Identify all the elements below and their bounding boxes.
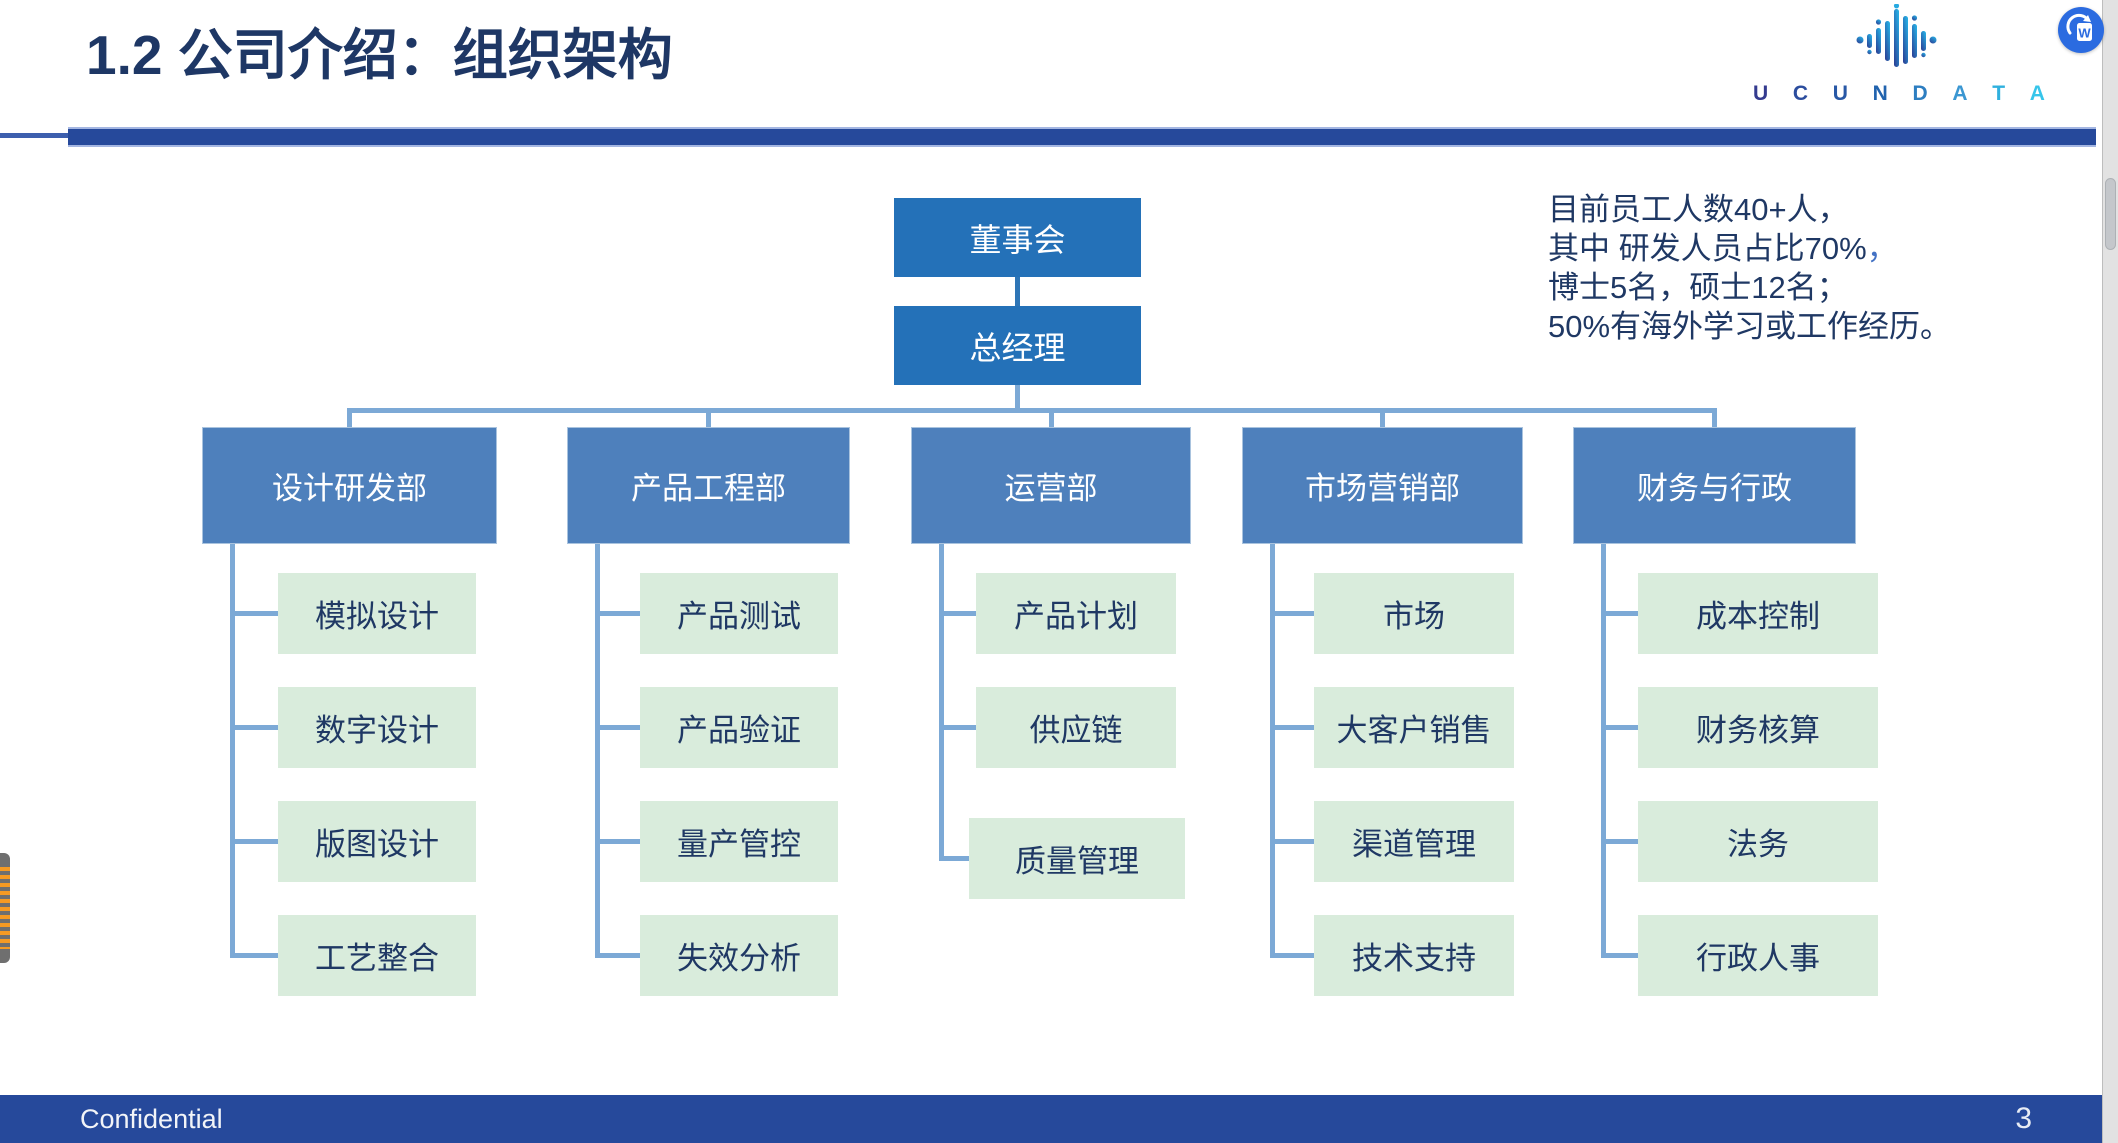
org-node-department: 运营部 (911, 427, 1191, 544)
org-node-sub: 工艺整合 (278, 915, 476, 996)
org-node-root: 董事会 (894, 198, 1141, 277)
title-underline (68, 127, 2096, 147)
connector-stub (1270, 725, 1314, 730)
brand-letter: N (1872, 82, 1888, 105)
page-title: 1.2 公司介绍：组织架构 (86, 24, 673, 86)
confidential-label: Confidential (80, 1103, 223, 1134)
connector-stub (595, 611, 640, 616)
connector-root-exec (1015, 277, 1020, 306)
org-node-sub: 产品验证 (640, 687, 838, 768)
footer-bar: Confidential 3 (0, 1095, 2102, 1143)
org-node-sub: 技术支持 (1314, 915, 1514, 996)
connector-trunk (939, 544, 944, 861)
connector-stub (1270, 611, 1314, 616)
brand-letter: A (1952, 82, 1968, 105)
brand-letter: C (1792, 82, 1809, 105)
connector-stub (230, 839, 278, 844)
org-node-sub: 法务 (1638, 801, 1878, 882)
org-node-sub: 量产管控 (640, 801, 838, 882)
connector-trunk (1270, 544, 1275, 958)
org-node-sub: 大客户销售 (1314, 687, 1514, 768)
connector-drop (1380, 408, 1385, 427)
org-node-sub: 渠道管理 (1314, 801, 1514, 882)
brand-letter: T (1992, 82, 2006, 105)
scrollbar-track[interactable] (2102, 0, 2118, 1143)
connector-stub (1601, 953, 1638, 958)
connector-drop (1712, 408, 1717, 427)
org-node-sub: 质量管理 (969, 818, 1185, 899)
connector-stub (595, 725, 640, 730)
connector-stub (939, 725, 976, 730)
connector-stub (1601, 611, 1638, 616)
connector-drop (706, 408, 711, 427)
connector-drop (347, 408, 352, 427)
org-node-sub: 产品测试 (640, 573, 838, 654)
info-note-line: 其中 研发人员占比70%， (1548, 231, 1898, 266)
info-note: 目前员工人数40+人， 其中 研发人员占比70%， 博士5名，硕士12名； 50%有海… (1548, 190, 1951, 346)
org-node-sub: 供应链 (976, 687, 1176, 768)
connector-stub (939, 856, 969, 861)
org-node-department: 产品工程部 (567, 427, 850, 544)
org-node-sub: 行政人事 (1638, 915, 1878, 996)
brand-letter: D (1912, 82, 1928, 105)
org-node-executive: 总经理 (894, 306, 1141, 385)
side-drawer-handle[interactable] (0, 853, 10, 963)
connector-drop (1048, 408, 1054, 427)
brand-letter: U (1753, 82, 1769, 105)
connector-trunk (595, 544, 600, 958)
wps-w-badge-icon[interactable]: W (2058, 7, 2104, 53)
title-underline-cap (0, 133, 68, 138)
connector-stub (230, 611, 278, 616)
org-node-department: 市场营销部 (1242, 427, 1523, 544)
connector-trunk (1601, 544, 1606, 958)
scrollbar-thumb[interactable] (2105, 178, 2116, 250)
org-node-sub: 成本控制 (1638, 573, 1878, 654)
connector-stub (1601, 839, 1638, 844)
info-note-line: 50%有海外学习或工作经历。 (1548, 309, 1952, 344)
info-note-line: 目前员工人数40+人， (1548, 192, 1849, 227)
pulse-bars-logo-icon (1856, 4, 1937, 67)
org-node-sub: 产品计划 (976, 573, 1176, 654)
brand-letter: U (1832, 82, 1848, 105)
connector-stub (595, 839, 640, 844)
org-node-department: 财务与行政 (1573, 427, 1856, 544)
org-node-sub: 数字设计 (278, 687, 476, 768)
connector-trunk (230, 544, 235, 958)
side-drawer-stripes-icon (0, 867, 10, 949)
connector-stub (1270, 953, 1314, 958)
connector-stub (230, 953, 278, 958)
org-node-sub: 版图设计 (278, 801, 476, 882)
connector-exec-down (1015, 385, 1020, 408)
org-node-sub: 失效分析 (640, 915, 838, 996)
connector-stub (1601, 725, 1638, 730)
org-node-department: 设计研发部 (202, 427, 497, 544)
page-number: 3 (2015, 1102, 2032, 1135)
connector-stub (1270, 839, 1314, 844)
svg-text:W: W (2078, 26, 2091, 41)
info-note-line: 博士5名，硕士12名； (1548, 270, 1848, 305)
brand-letter: A (2029, 82, 2045, 105)
org-node-sub: 财务核算 (1638, 687, 1878, 768)
org-node-sub: 模拟设计 (278, 573, 476, 654)
connector-stub (595, 953, 640, 958)
org-node-sub: 市场 (1314, 573, 1514, 654)
connector-horizontal (347, 408, 1717, 413)
connector-stub (939, 611, 976, 616)
connector-stub (230, 725, 278, 730)
